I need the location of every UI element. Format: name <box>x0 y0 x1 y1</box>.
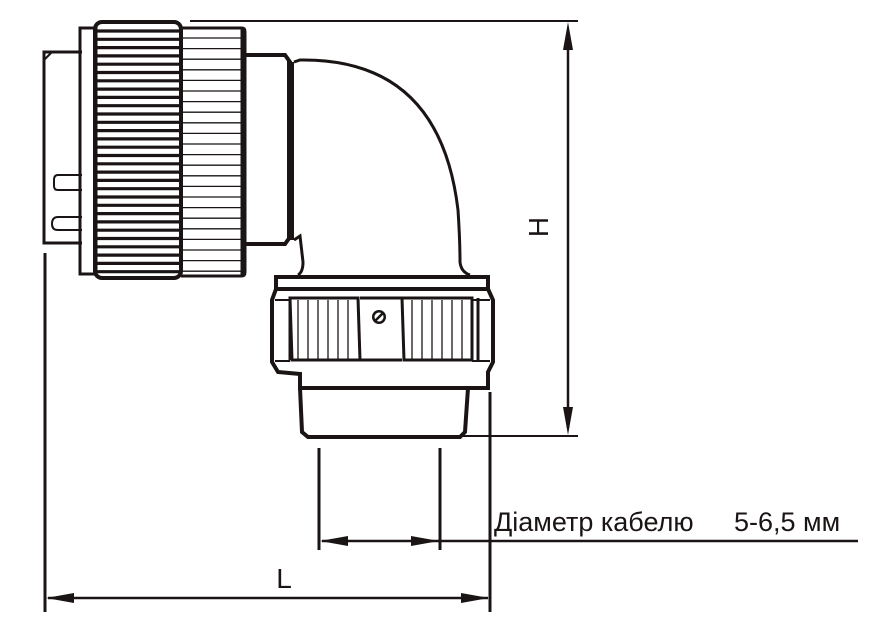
coupling-nut <box>93 20 183 280</box>
length-label: L <box>276 563 292 594</box>
cable-diameter-value: 5-6,5 мм <box>734 507 840 537</box>
elbow-housing <box>290 58 471 277</box>
pin-lower <box>50 216 82 231</box>
arrow-down-icon <box>563 407 573 435</box>
arrow-right-icon <box>461 593 489 603</box>
connector-body <box>245 53 292 246</box>
dimension-l: L <box>43 253 492 612</box>
arrow-right-icon <box>411 536 439 546</box>
cable-clamp <box>270 275 495 439</box>
knurled-ring <box>181 26 247 278</box>
arrow-left-icon <box>46 593 74 603</box>
arrow-up-icon <box>563 22 573 50</box>
pin-upper <box>53 174 82 191</box>
cable-diameter-caption: Діаметр кабелю <box>494 507 694 537</box>
height-label: H <box>523 217 554 237</box>
arrow-left-icon <box>320 536 348 546</box>
dimension-cable-diameter: Діаметр кабелю 5-6,5 мм <box>317 448 858 550</box>
plug-face <box>42 26 98 276</box>
screw-icon <box>372 310 386 324</box>
dimension-h: H <box>190 20 578 437</box>
